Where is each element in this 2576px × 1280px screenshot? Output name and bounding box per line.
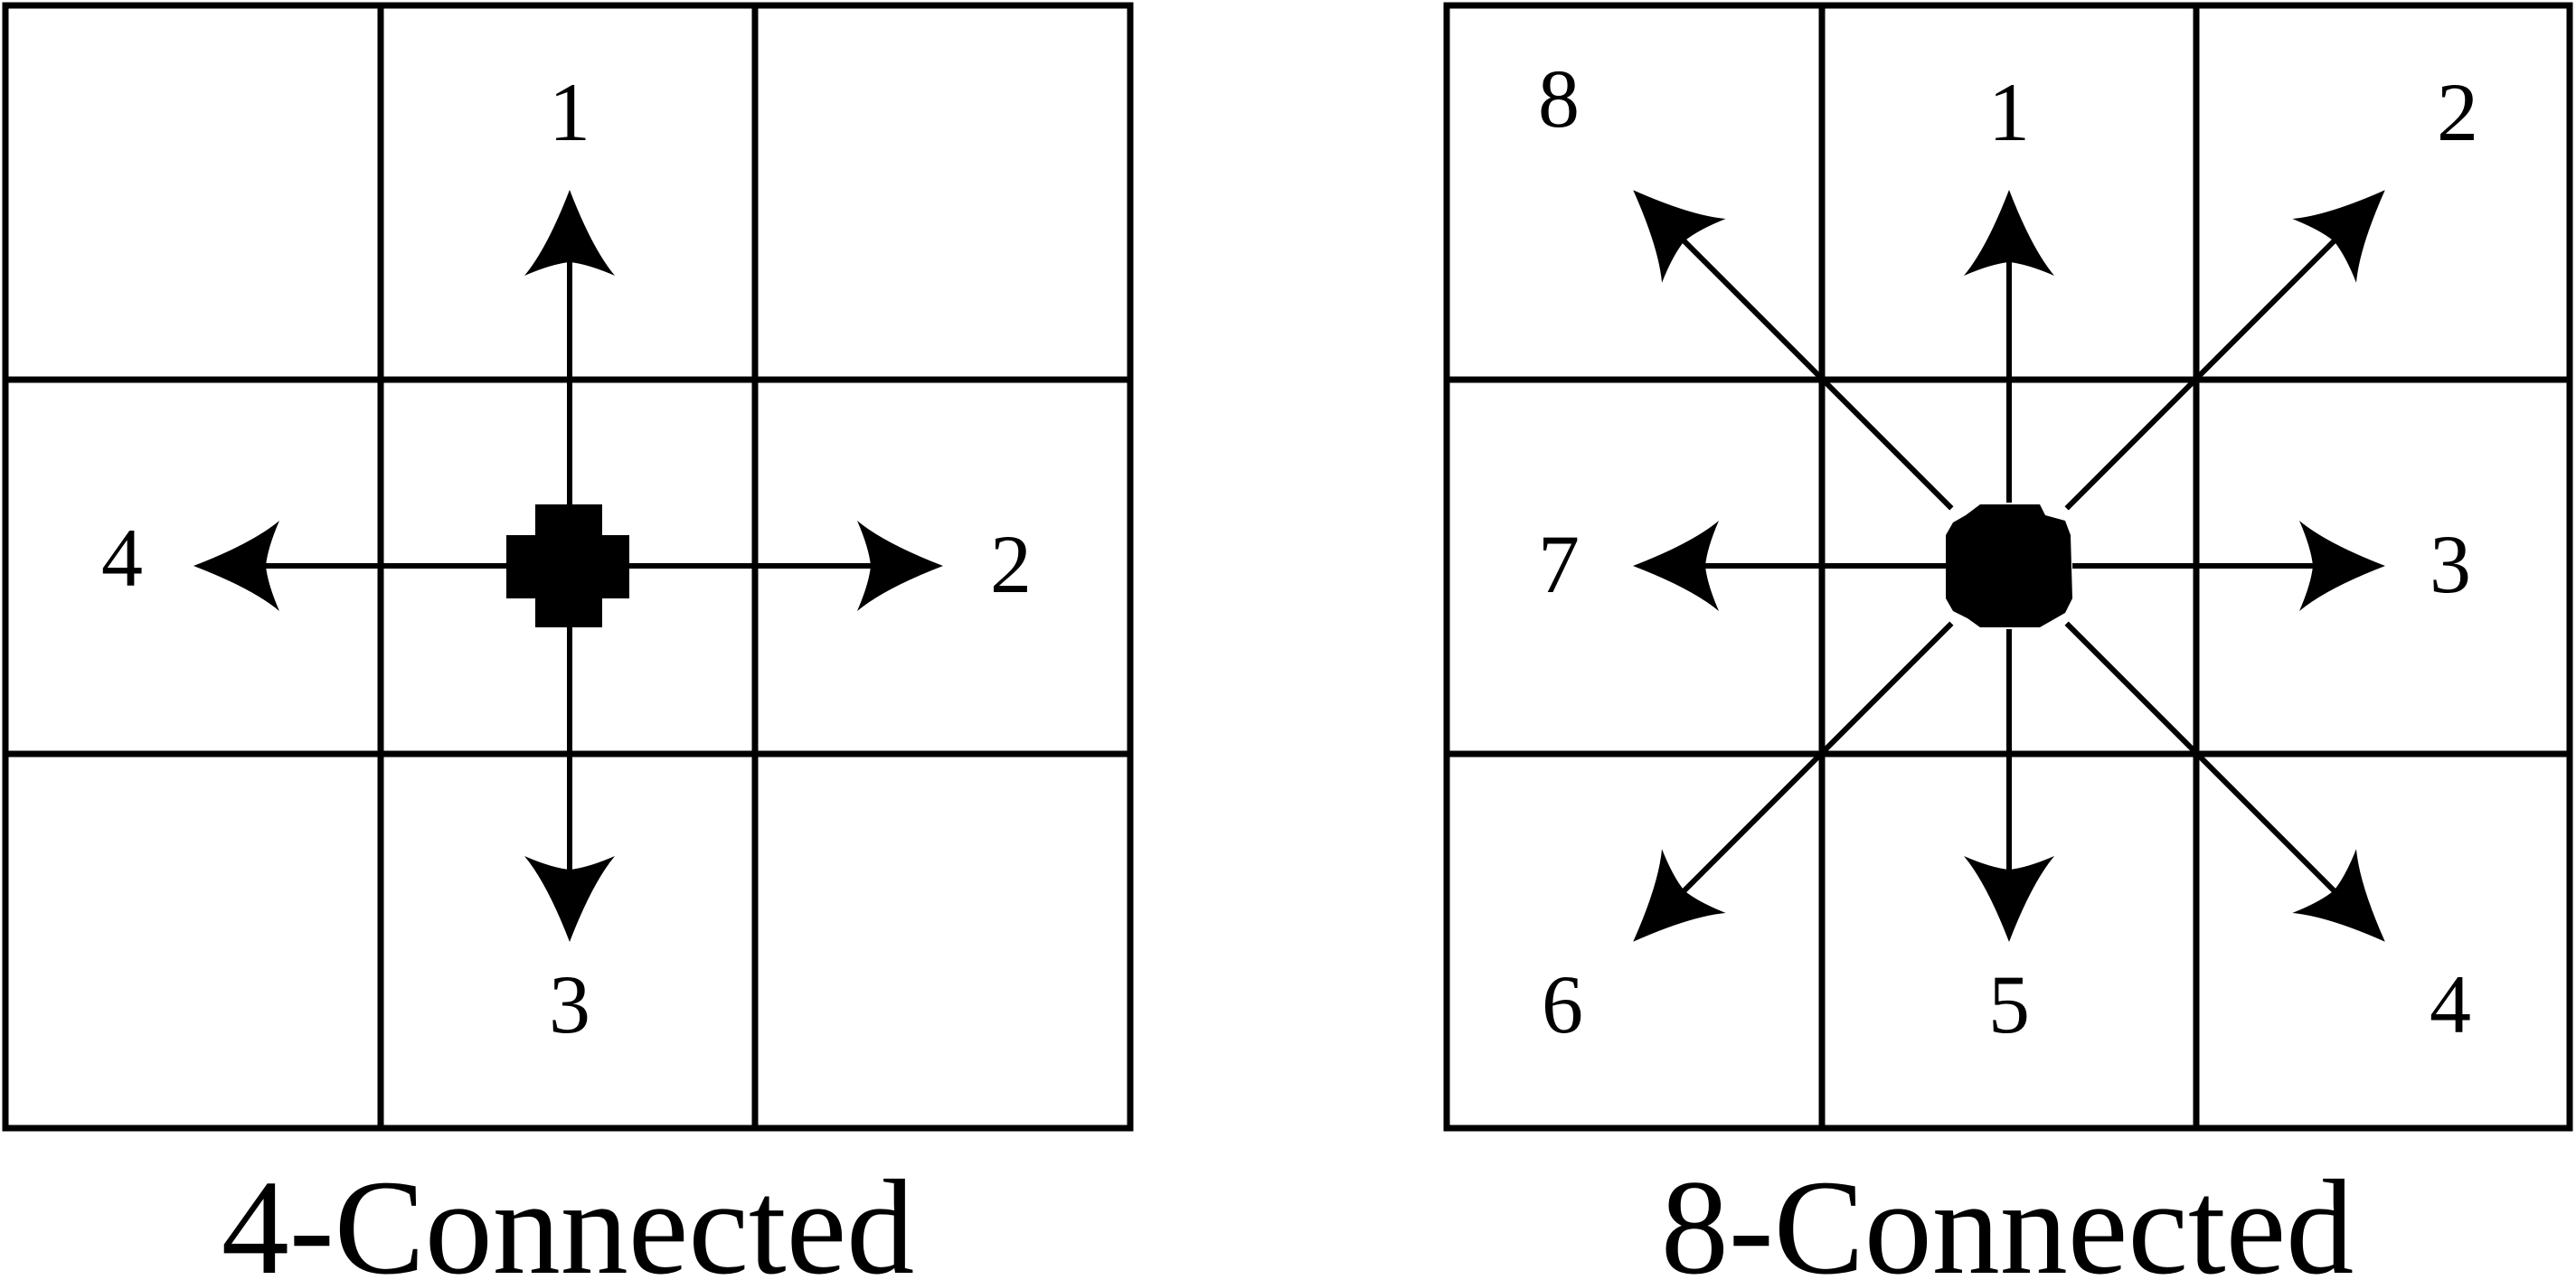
neighbor-label-2: 2	[990, 518, 1032, 610]
neighbor-label-3: 3	[2430, 518, 2471, 610]
center-pixel	[506, 504, 629, 627]
neighbor-label-1: 1	[549, 66, 590, 158]
panel-8-connected: 1 2 3 4 5 6 7 8 8-Connected	[1443, 2, 2573, 1280]
arrow-down-left	[1633, 621, 1954, 942]
neighbor-label-4: 4	[101, 512, 143, 604]
grid-3x3	[2, 2, 1134, 1132]
arrow-down-right	[2064, 621, 2385, 942]
arrow-up	[524, 190, 615, 506]
arrow-up-right	[2064, 190, 2385, 511]
center-pixel	[1946, 504, 2072, 627]
panel-4-connected: 1 2 3 4 4-Connected	[2, 2, 1134, 1280]
caption-8-connected: 8-Connected	[1661, 1153, 2354, 1280]
arrow-down	[1964, 629, 2054, 942]
arrows-8-directions	[1633, 190, 2385, 942]
neighbor-label-2: 2	[2437, 66, 2478, 158]
caption-4-connected: 4-Connected	[222, 1153, 914, 1280]
arrow-right	[2072, 521, 2385, 611]
arrow-up-left	[1633, 190, 1954, 511]
arrow-right	[628, 521, 943, 611]
neighbor-label-1: 1	[1988, 66, 2030, 158]
arrow-left	[193, 521, 511, 611]
neighbor-label-4: 4	[2430, 958, 2471, 1050]
arrow-down	[524, 624, 615, 942]
neighbor-label-6: 6	[1542, 958, 1583, 1050]
neighbor-label-8: 8	[1538, 52, 1580, 145]
neighbor-label-7: 7	[1538, 518, 1580, 610]
neighbor-label-5: 5	[1988, 958, 2030, 1050]
neighbor-label-3: 3	[549, 958, 590, 1050]
arrow-left	[1633, 521, 1946, 611]
arrow-up	[1964, 190, 2054, 503]
